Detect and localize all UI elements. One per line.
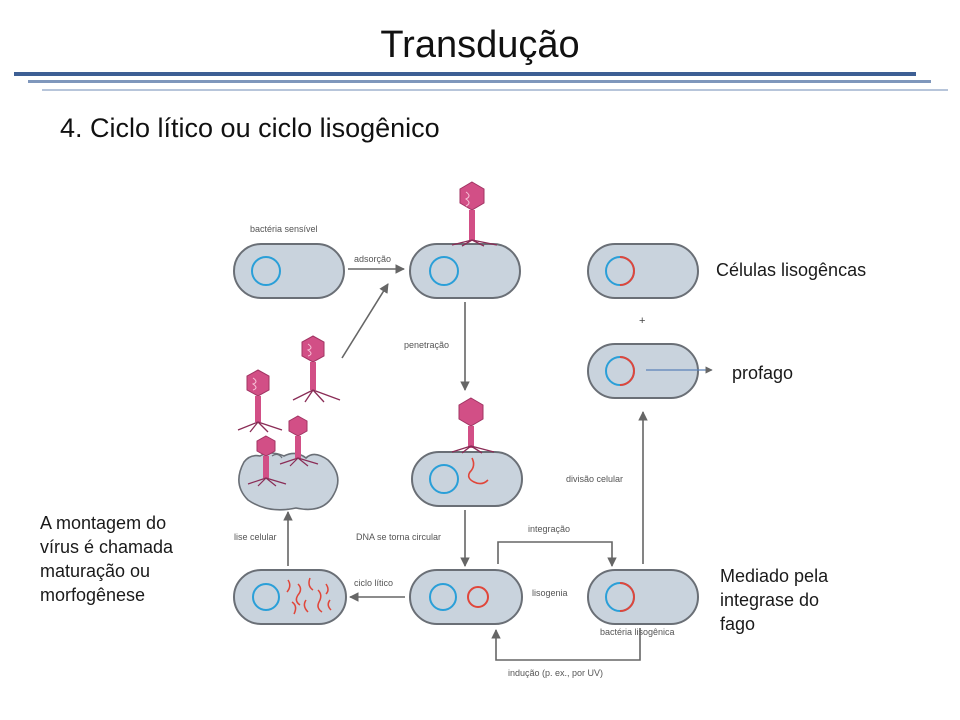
- label-cell-division: divisão celular: [566, 474, 623, 484]
- label-sensitive-bacterium: bactéria sensível: [250, 224, 318, 234]
- label-penetration: penetração: [404, 340, 449, 350]
- cell-lytic-replication: [233, 569, 347, 625]
- label-adsorption: adsorção: [354, 254, 391, 264]
- phage-released-4: [247, 435, 287, 487]
- note-assembly-line-2: vírus é chamada: [40, 537, 174, 557]
- label-lysogeny: lisogenia: [532, 588, 568, 598]
- cell-penetration: [411, 451, 523, 507]
- note-prophage: profago: [732, 363, 794, 383]
- label-plus: +: [639, 315, 645, 327]
- slide-title: Transdução: [380, 24, 580, 66]
- arrow-integration: [497, 541, 617, 567]
- note-assembly-line-3: maturação ou: [40, 561, 151, 581]
- label-induction: indução (p. ex., por UV): [508, 668, 603, 678]
- phage-injecting: [451, 397, 495, 454]
- note-integrase-line-2: integrase do: [720, 590, 820, 610]
- note-integrase-line-3: fago: [720, 614, 756, 634]
- cell-lysogenic-daughter-1: [587, 243, 699, 299]
- note-assembly-line-1: A montagem do: [40, 513, 167, 533]
- title-rule-bottom: [42, 89, 948, 91]
- cell-sensitive-bacterium: [233, 243, 345, 299]
- cell-circular-dna: [409, 569, 523, 625]
- label-lytic-cycle: ciclo lítico: [354, 578, 393, 588]
- phage-released-2: [237, 369, 283, 433]
- cell-lysogenic-daughter-2: [587, 343, 699, 399]
- note-lysogenic-cells: Células lisogêncas: [716, 260, 867, 280]
- title-rule-middle: [28, 80, 931, 83]
- label-integration: integração: [528, 524, 570, 534]
- note-integrase-line-1: Mediado pela: [720, 566, 829, 586]
- arrow-induction: [491, 628, 641, 661]
- note-assembly-line-4: morfogênese: [40, 585, 146, 605]
- label-dna-circular: DNA se torna circular: [356, 532, 441, 542]
- phage-released-3: [279, 415, 319, 467]
- label-lysogenic-bacterium: bactéria lisogênica: [600, 627, 675, 637]
- note-integrase: Mediado pela integrase do fago: [720, 564, 870, 636]
- cell-adsorption: [409, 243, 521, 299]
- arrow-reinfection: [341, 283, 389, 359]
- cell-lysogenic-bacterium: [587, 569, 699, 625]
- title-rule-top: [14, 72, 916, 76]
- phage-released-1: [292, 335, 341, 403]
- note-assembly: A montagem do vírus é chamada maturação …: [40, 511, 210, 607]
- slide-subtitle: 4. Ciclo lítico ou ciclo lisogênico: [60, 113, 440, 143]
- label-cell-lysis: lise celular: [234, 532, 277, 542]
- phage-adsorbing: [451, 181, 498, 247]
